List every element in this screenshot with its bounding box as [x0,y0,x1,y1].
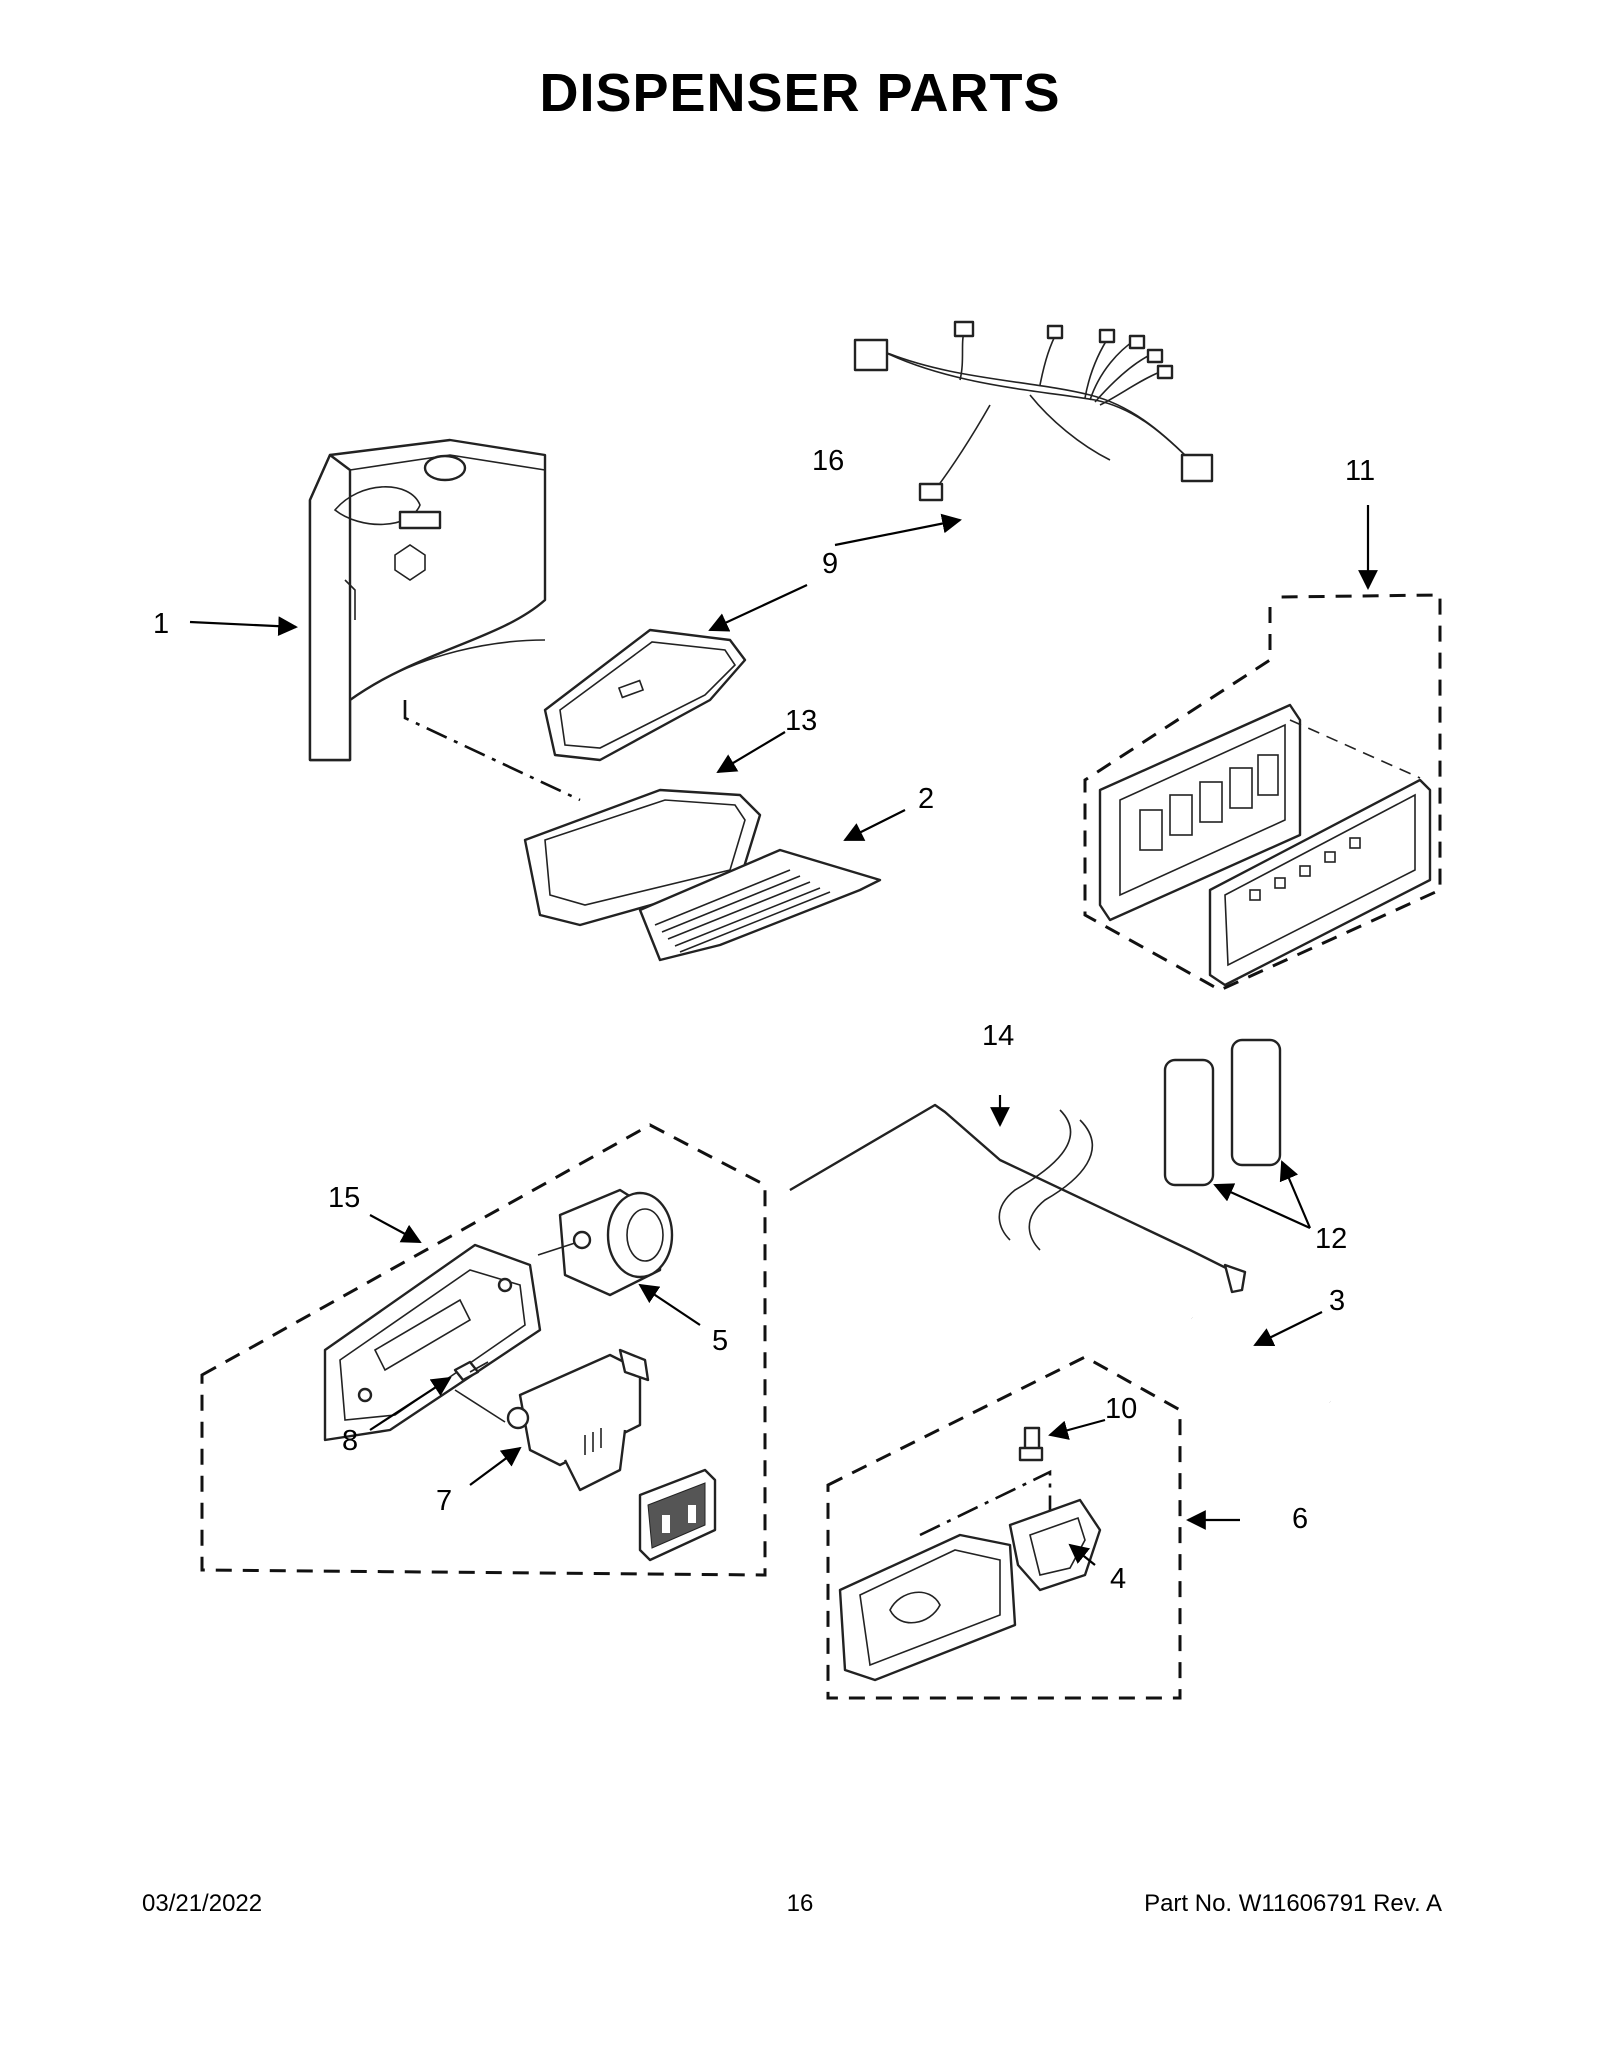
callout-2: 2 [918,783,934,815]
callout-9: 9 [822,548,838,580]
callout-10: 10 [1105,1393,1137,1425]
paddle-pad [638,1468,717,1562]
solenoid-part-7 [454,1348,650,1492]
callout-12: 12 [1315,1223,1347,1255]
motor-part-5 [537,1188,674,1297]
gasket-part-9 [543,628,747,762]
callout-3: 3 [1329,1285,1345,1317]
footer-part-number: Part No. W11606791 Rev. A [1144,1890,1442,1917]
page-title: DISPENSER PARTS [539,63,1061,123]
clip-part-10 [1018,1426,1044,1462]
callout-5: 5 [712,1325,728,1357]
footer-date: 03/21/2022 [142,1890,263,1917]
callout-16: 16 [812,445,844,477]
callout-14: 14 [982,1020,1014,1052]
actuator-assembly-part-15 [323,1243,542,1442]
drip-tray-part-13 [523,788,762,927]
footer-page-number: 16 [786,1890,814,1917]
wire-harness-part-16 [853,320,1214,502]
buttons-part-12 [1163,1038,1282,1187]
screw-part-8 [453,1360,489,1382]
callout-1: 1 [153,608,169,640]
heater-part-14 [789,1103,1247,1294]
tube-part-3 [1190,1315,1332,1405]
callout-4: 4 [1110,1563,1126,1595]
callout-leaders [189,505,1378,1566]
ice-door-part-6 [838,1469,1052,1682]
ice-door-flap-part-4 [1008,1498,1102,1592]
callout-11: 11 [1345,455,1375,487]
callout-15: 15 [328,1182,360,1214]
callout-7: 7 [436,1485,452,1517]
dispenser-housing-part-1 [308,438,547,762]
control-panel-part-11 [1098,703,1432,987]
callout-6: 6 [1292,1503,1308,1535]
callout-labels: 1 2 3 4 5 6 7 8 9 10 11 12 13 14 15 16 [153,445,1375,1595]
callout-8: 8 [342,1425,358,1457]
callout-13: 13 [785,705,817,737]
grille-part-2 [638,848,882,962]
